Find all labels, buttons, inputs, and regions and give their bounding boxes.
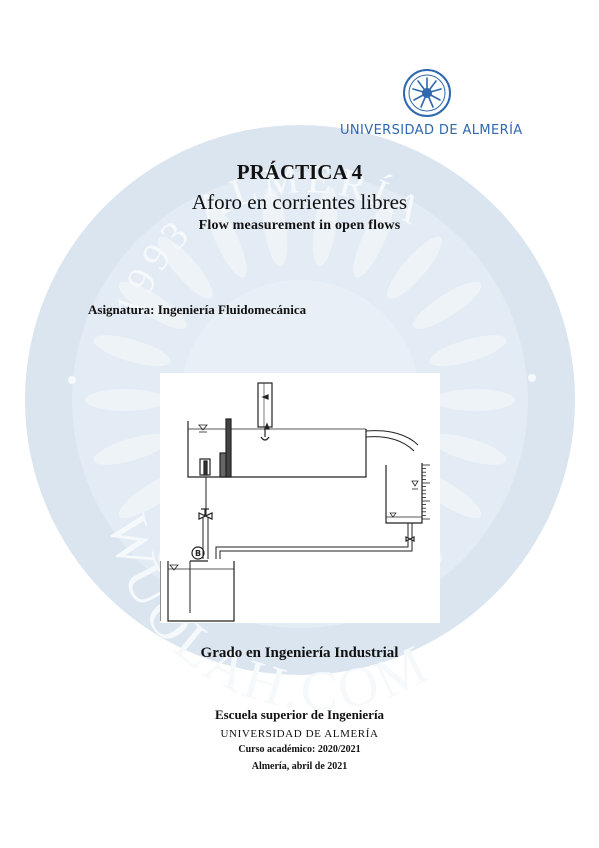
- degree-name: Grado en Ingeniería Industrial: [200, 645, 399, 661]
- practice-title-english: Flow measurement in open flows: [198, 218, 401, 233]
- weir-plate: [225, 418, 232, 478]
- academic-year: Curso académico: 2020/2021: [238, 744, 361, 755]
- university-logo: UNIVERSIDAD DE ALMERÍA: [340, 62, 550, 152]
- subject-line: Asignatura: Ingeniería Fluidomecánica: [88, 302, 306, 318]
- upper-channel: [187, 421, 367, 478]
- practice-number: PRÁCTICA 4: [236, 160, 363, 184]
- university-name: UNIVERSIDAD DE ALMERÍA: [220, 728, 379, 740]
- logo-institution-name: UNIVERSIDAD DE ALMERÍA: [340, 123, 523, 138]
- practice-title-spanish: Aforo en corrientes libres: [191, 190, 408, 214]
- measuring-tank: [385, 463, 423, 524]
- return-valve: [405, 536, 415, 542]
- university-seal-icon: [403, 69, 451, 117]
- flow-measurement-diagram: B: [160, 373, 440, 623]
- pump: [191, 546, 205, 560]
- pump-label: B: [195, 549, 201, 558]
- subject-value: Ingeniería Fluidomecánica: [157, 302, 307, 317]
- school-name: Escuela superior de Ingeniería: [214, 707, 385, 722]
- subject-label: Asignatura:: [88, 302, 155, 317]
- place-and-date: Almería, abril de 2021: [251, 761, 348, 772]
